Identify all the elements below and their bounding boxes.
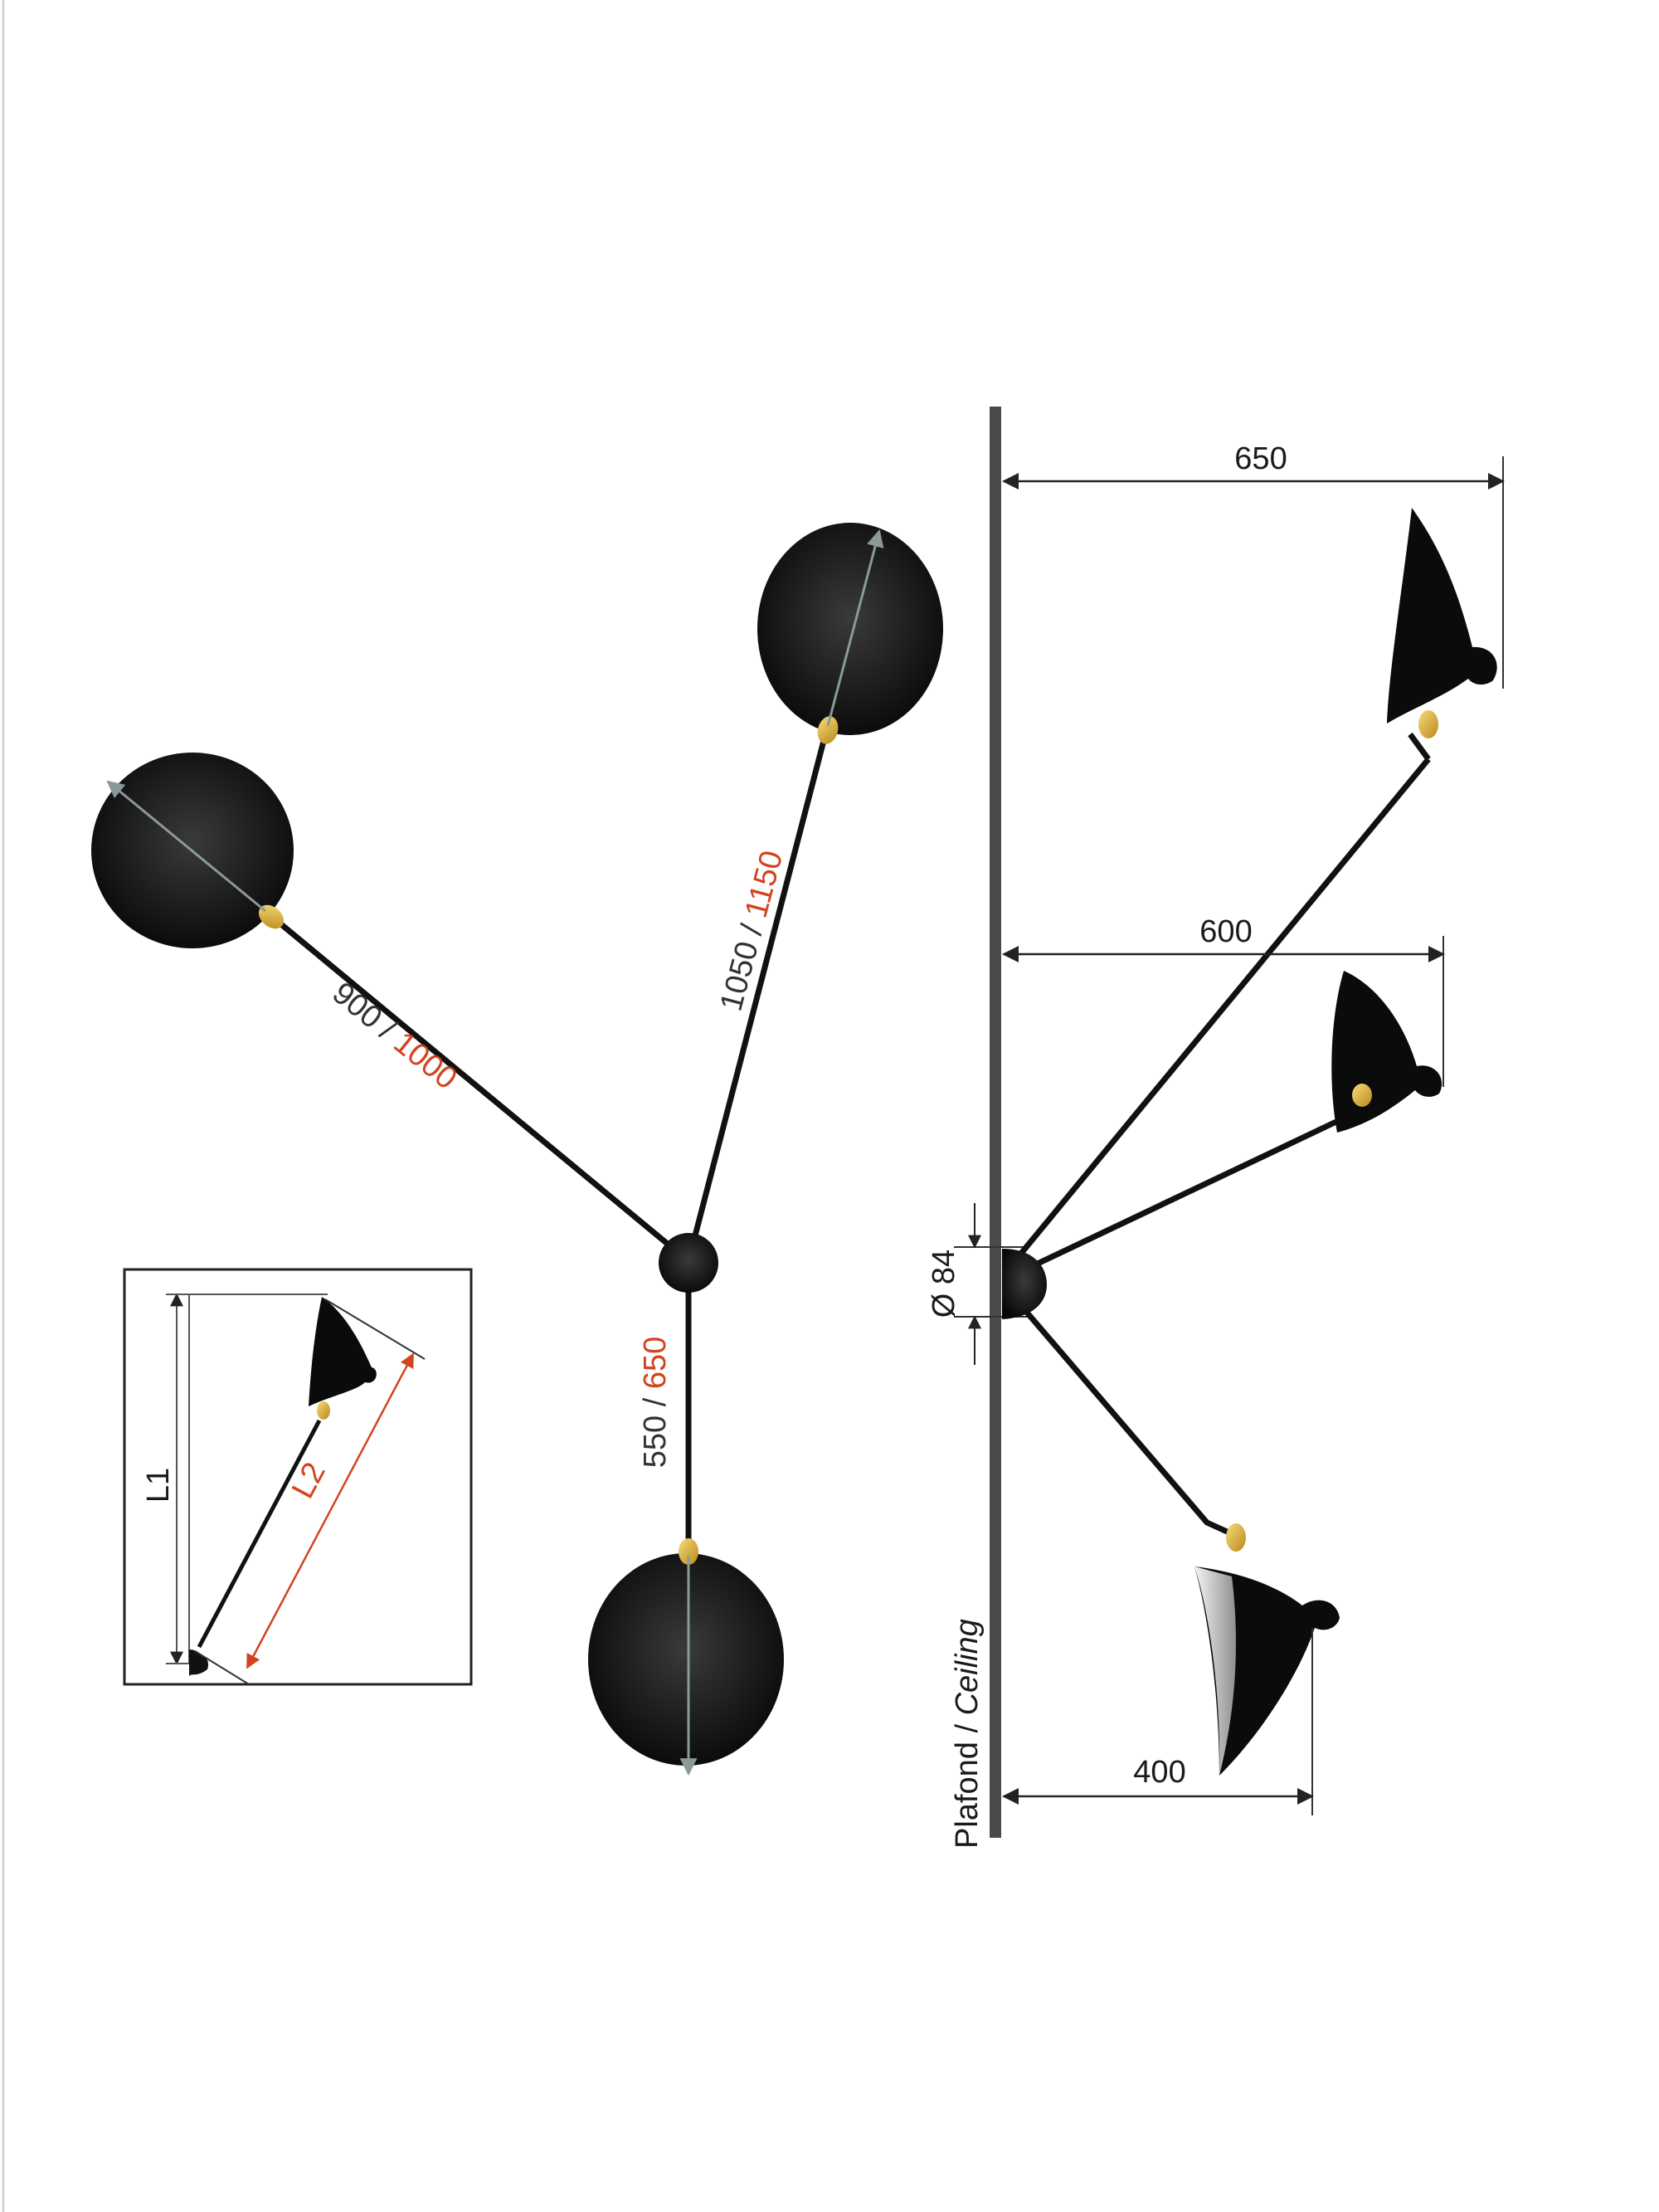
label-l2: L2 (285, 1457, 333, 1504)
l2-top-extension (324, 1298, 426, 1360)
side-arm-top (1005, 757, 1431, 1272)
reach-arrow-left (106, 780, 266, 913)
inset-arm (197, 1419, 322, 1649)
side-arm-middle (1006, 1117, 1341, 1281)
arm-left (265, 910, 691, 1264)
side-arm-top-bend (1408, 732, 1431, 762)
side-shade-middle (1331, 971, 1443, 1133)
label-diameter: Ø 84 (927, 1250, 961, 1318)
side-arm-bottom (1005, 1288, 1236, 1538)
label-reach-middle: 600 (1199, 914, 1252, 949)
inset-canopy-round (189, 1651, 209, 1675)
inset-frame (123, 1268, 473, 1686)
label-arm-left: 900 / 1000 (326, 976, 464, 1097)
side-joint-bottom (1226, 1523, 1246, 1552)
inset-joint (317, 1401, 330, 1420)
ceiling-label: Plafond / Ceiling (950, 1619, 985, 1849)
inset-diagram: L1 L2 (123, 1268, 473, 1686)
joint-bottom (679, 1538, 698, 1565)
arm-right (685, 733, 829, 1262)
side-view: Plafond / Ceiling Ø 84 650 600 (927, 407, 1505, 1849)
canopy-top-view (659, 1233, 718, 1293)
shade-bottom (588, 1553, 784, 1766)
label-reach-top: 650 (1234, 441, 1287, 476)
l2-dimension-line (246, 1352, 415, 1669)
side-joint-middle (1352, 1084, 1372, 1107)
joint-right (817, 716, 839, 744)
shade-right (757, 523, 943, 735)
reach-arrow-right (826, 529, 884, 727)
inset-shade (309, 1297, 377, 1406)
side-joint-top (1418, 710, 1438, 738)
label-arm-bottom: 550 / 650 (638, 1337, 673, 1469)
side-shade-top (1387, 508, 1497, 724)
top-view: 900 / 1000 1050 / 1150 550 / 650 (91, 523, 943, 1776)
side-canopy (1002, 1249, 1047, 1319)
label-reach-bottom: 400 (1133, 1755, 1185, 1790)
side-shade-bottom-inner (1194, 1566, 1236, 1776)
l2-bottom-extension (194, 1650, 250, 1685)
label-l1: L1 (141, 1468, 176, 1503)
label-arm-right: 1050 / 1150 (714, 847, 791, 1015)
